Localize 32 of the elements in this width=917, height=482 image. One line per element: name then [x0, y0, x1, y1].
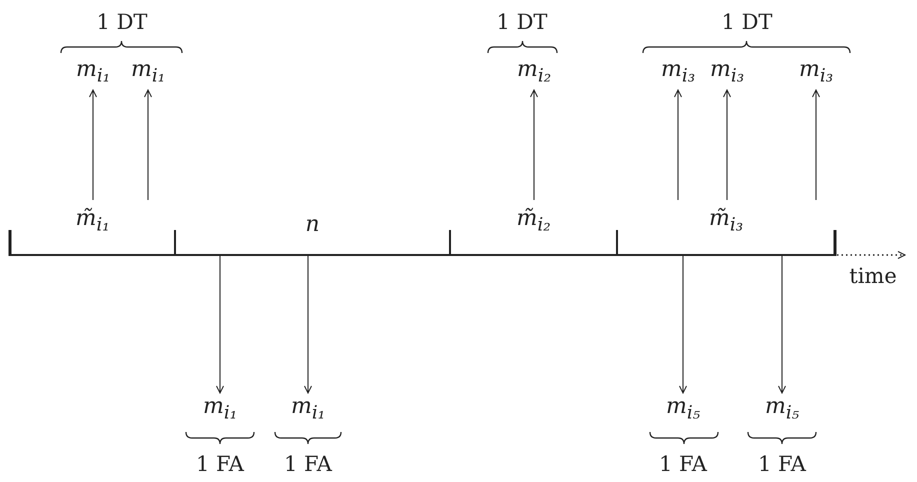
brace-label: 1 FA	[284, 452, 332, 476]
arrow	[530, 90, 538, 200]
brace-label: 1 DT	[496, 10, 548, 34]
axis-label: time	[849, 264, 897, 288]
timeline-interval: n	[175, 200, 450, 256]
arrow	[216, 256, 224, 394]
event-label: m$_{i₃}$	[794, 57, 838, 89]
event-label: m$_{i₅}$	[662, 394, 704, 426]
brace-label: 1 FA	[758, 452, 806, 476]
timeline-interval: m̃$_{i₃}$	[617, 200, 835, 256]
brace-label: 1 FA	[659, 452, 707, 476]
event-label: m$_{i₅}$	[761, 394, 803, 426]
brace-label: 1 FA	[196, 452, 244, 476]
arrow	[304, 256, 312, 394]
arrow	[778, 256, 786, 394]
brace-label: 1 DT	[96, 10, 148, 34]
brace-label: 1 DT	[722, 10, 772, 34]
timeline-interval: m̃$_{i₁}$	[10, 200, 175, 256]
arrow	[89, 90, 97, 200]
arrow	[674, 90, 682, 200]
arrow	[812, 90, 820, 200]
arrow	[679, 256, 687, 394]
event-label: m$_{i₁}$	[200, 394, 240, 426]
arrow	[723, 90, 731, 200]
event-label: m$_{i₁}$	[128, 57, 168, 89]
event-label: m$_{i₁}$	[73, 57, 113, 89]
event-label: m$_{i₃}$	[656, 57, 700, 89]
event-label: m$_{i₁}$	[288, 394, 328, 426]
timeline-interval: m̃$_{i₂}$	[450, 200, 617, 256]
arrow	[144, 90, 152, 200]
event-label: m$_{i₃}$	[705, 57, 749, 89]
event-label: m$_{i₂}$	[514, 57, 554, 89]
